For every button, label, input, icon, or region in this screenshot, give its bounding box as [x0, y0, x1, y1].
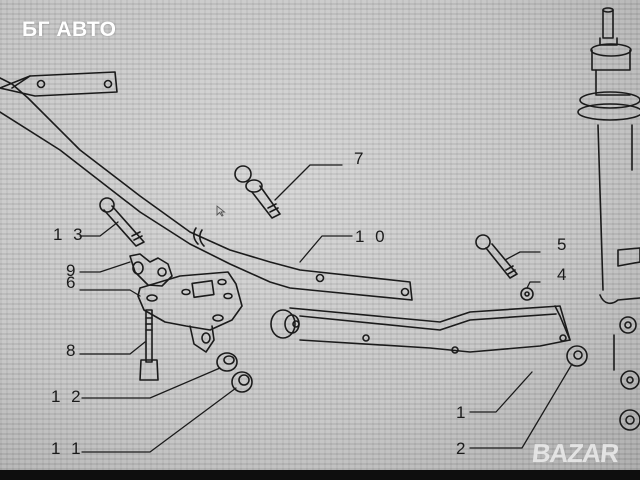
callout-8: 8: [66, 341, 79, 360]
brand-watermark: БГ АВТО: [22, 18, 117, 41]
monitor-bezel: [0, 470, 640, 480]
shock-absorber-part: [577, 7, 640, 431]
bolt-13-part: [99, 197, 145, 247]
callout-9: 9: [66, 261, 79, 280]
nut-4-part: [520, 287, 534, 301]
control-arm-1-part: [270, 305, 571, 354]
mouse-cursor-icon: [216, 205, 226, 217]
clamp-9-part: [129, 253, 173, 287]
bracket-6-part: [137, 271, 243, 353]
monitor-screen: БГ АВТО 7 1 0 1 3 9 6 8 1 2 1 1 5 4 1 2 …: [0, 0, 640, 470]
washer-2-part: [566, 345, 588, 367]
callout-2: 2: [456, 439, 469, 458]
callout-6: 6: [66, 273, 79, 292]
parts-diagram: [0, 0, 640, 470]
stabilizer-bar-part: [0, 71, 413, 301]
nut-11-part: [231, 371, 253, 393]
bolt-7-part: [234, 165, 281, 219]
bolt-8-part: [139, 309, 159, 381]
leader-lines: [79, 164, 573, 453]
callout-4: 4: [557, 265, 570, 284]
washer-12-part: [216, 352, 238, 372]
bolt-5-part: [475, 234, 518, 279]
callout-1: 1: [456, 403, 469, 422]
callout-7: 7: [354, 149, 367, 168]
callout-12: 1 2: [51, 387, 84, 406]
callout-10: 1 0: [355, 227, 388, 246]
callout-11: 1 1: [51, 439, 84, 458]
callout-5: 5: [557, 235, 570, 254]
callout-13: 1 3: [53, 225, 86, 244]
marketplace-watermark: BAZAR: [530, 438, 620, 468]
